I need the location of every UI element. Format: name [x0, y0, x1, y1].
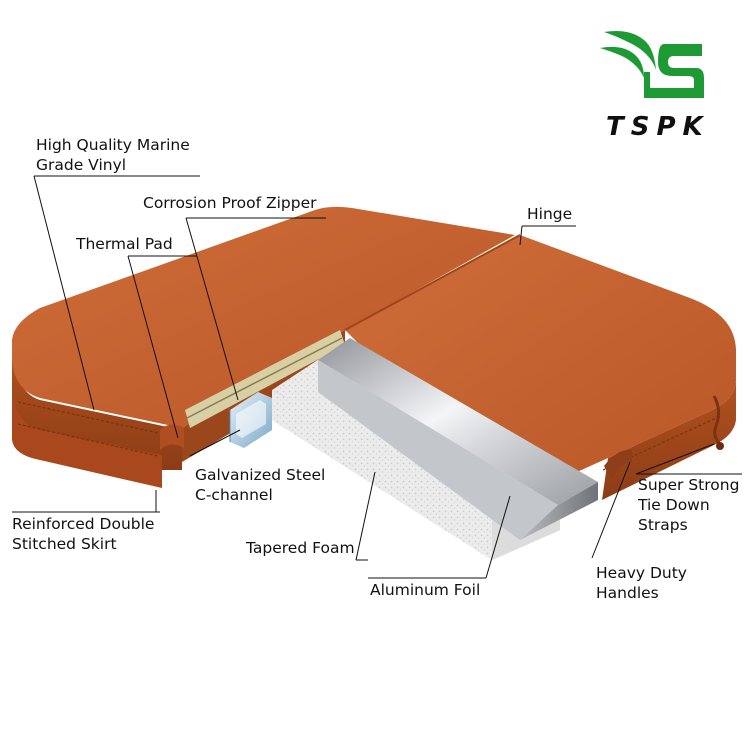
label-c-channel-line-1: Galvanized Steel	[195, 466, 326, 484]
label-marine-vinyl-line-2: Grade Vinyl	[36, 156, 127, 174]
label-foil: Aluminum Foil	[370, 581, 481, 599]
aluminum-foil-top	[318, 338, 598, 505]
label-straps-line-3: Straps	[638, 516, 688, 534]
skirt-flap	[12, 385, 162, 488]
label-skirt-line-2: Stitched Skirt	[12, 535, 117, 553]
label-foam: Tapered Foam	[246, 539, 355, 557]
label-handles-line-1: Heavy Duty	[596, 564, 687, 582]
thermal-pad-edge	[185, 330, 345, 428]
leader-lines	[12, 175, 742, 579]
aluminum-foil-front	[318, 360, 558, 540]
label-marine-vinyl-line-1: High Quality Marine	[36, 136, 190, 154]
tspk-logo-icon	[600, 31, 704, 98]
tie-down-strap	[712, 395, 722, 446]
label-c-channel: Galvanized Steel C-channel	[195, 465, 325, 505]
label-marine-vinyl: High Quality Marine Grade Vinyl	[36, 135, 190, 175]
hinge-seam	[344, 234, 521, 331]
right-panel-top	[345, 235, 736, 500]
aluminum-foil-side	[520, 482, 598, 540]
label-c-channel-line-2: C-channel	[195, 486, 273, 504]
label-straps-line-2: Tie Down	[638, 496, 710, 514]
label-skirt: Reinforced Double Stitched Skirt	[12, 514, 154, 554]
label-thermal-pad: Thermal Pad	[76, 235, 173, 253]
label-straps: Super Strong Tie Down Straps	[638, 475, 739, 535]
left-panel-top	[12, 206, 515, 428]
label-hinge: Hinge	[527, 205, 573, 223]
label-skirt-line-1: Reinforced Double	[12, 515, 155, 533]
label-handles-line-2: Handles	[596, 584, 659, 602]
foam-front	[272, 390, 492, 560]
label-straps-line-1: Super Strong	[638, 476, 740, 494]
label-handles: Heavy Duty Handles	[596, 563, 687, 603]
label-zipper: Corrosion Proof Zipper	[143, 194, 317, 212]
handle-strap	[604, 449, 632, 480]
brand-name: TSPK	[606, 112, 710, 142]
